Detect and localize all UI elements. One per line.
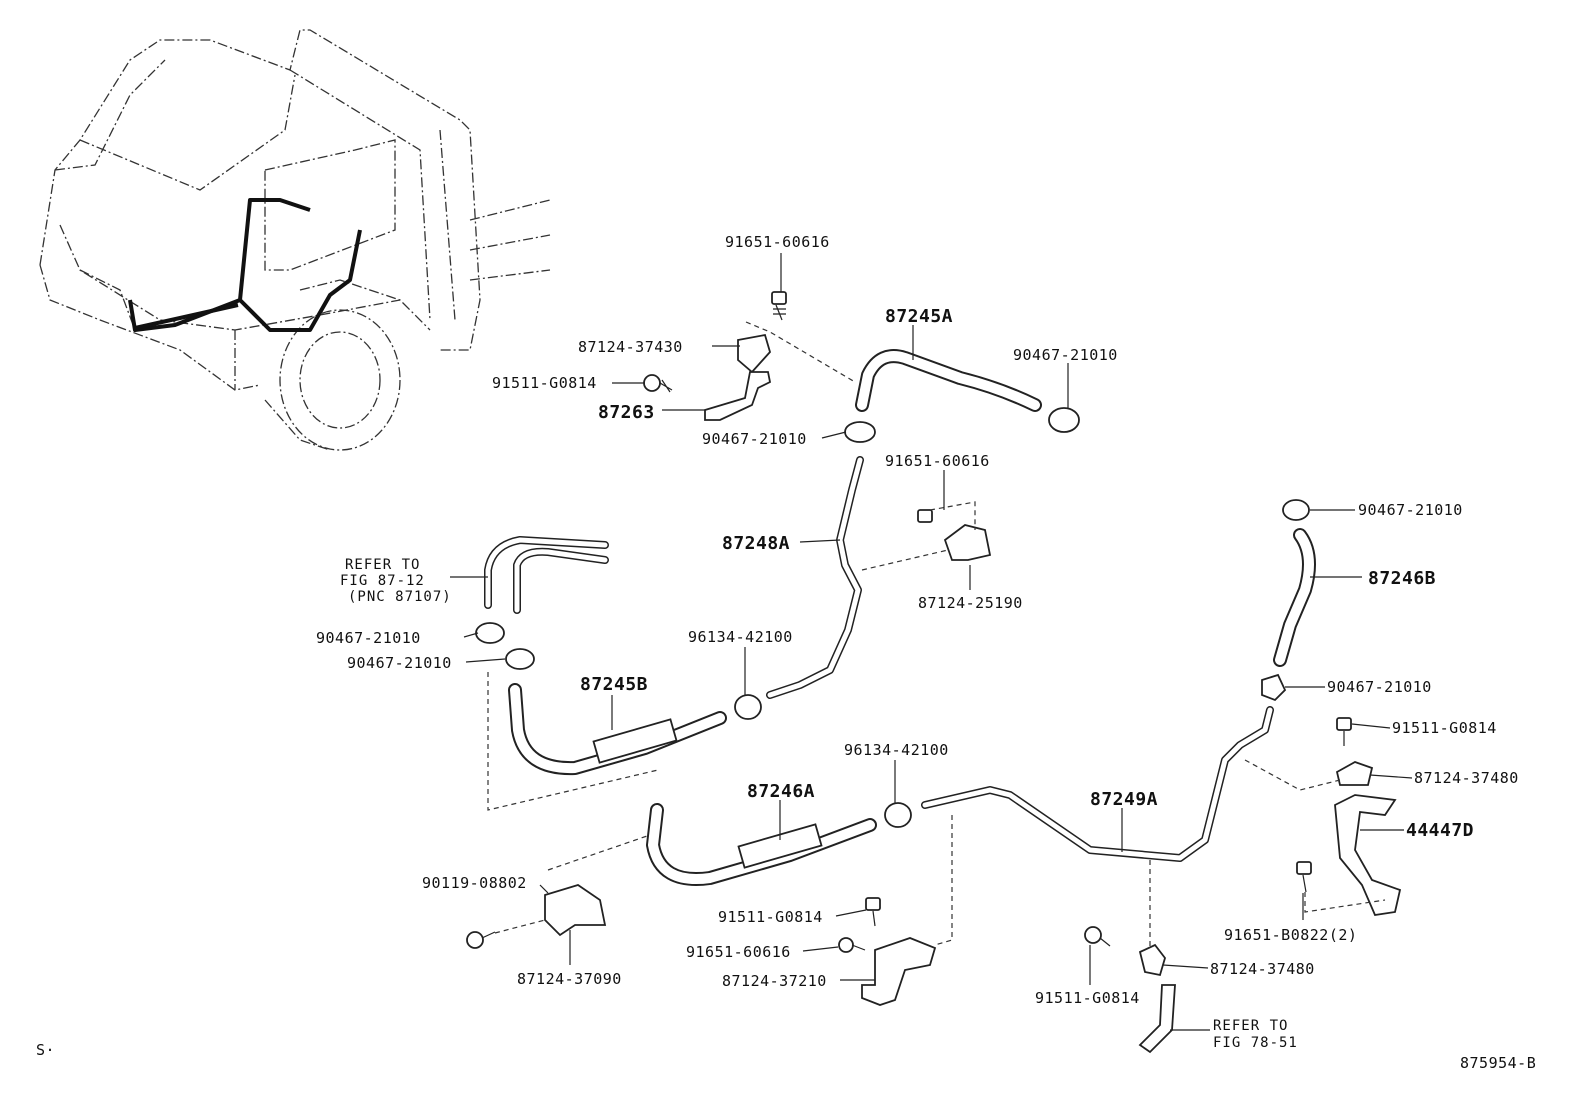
pipe-87248A [766,456,864,699]
label-87246B: 87246B [1368,568,1436,589]
label-87246A: 87246A [747,781,815,802]
label-87248A: 87248A [722,533,790,554]
label-fig-87-12: FIG 87-12 [340,573,425,589]
hose-87245B [508,683,727,776]
label-87124-37210: 87124-37210 [722,972,827,990]
corner-mark: S· [36,1041,55,1059]
hose-87246A [646,803,877,886]
label-pnc-87107: (PNC 87107) [348,589,452,605]
truck-outline [39,29,551,451]
label-87249A: 87249A [1090,789,1158,810]
label-91511-G0814-a: 91511-G0814 [492,374,597,392]
label-96134-42100-a: 96134-42100 [688,628,793,646]
label-91511-G0814-r: 91511-G0814 [1392,719,1497,737]
label-90467-21010-c: 90467-21010 [702,430,807,448]
refer-pipes-87107 [484,536,609,614]
label-91651-60616-mid: 91651-60616 [885,452,990,470]
label-91511-G0814-c: 91511-G0814 [1035,989,1140,1007]
part-labels: 91651-60616 87245A 87124-37430 90467-210… [36,233,1536,1072]
pipe-87249A [921,706,1274,862]
label-91651-60616-low: 91651-60616 [686,943,791,961]
label-87124-37430: 87124-37430 [578,338,683,356]
label-91651-60616-top: 91651-60616 [725,233,830,251]
hose-87246B [1273,528,1316,667]
hose-87245A [855,349,1042,412]
label-90467-21010-l1: 90467-21010 [316,629,421,647]
label-refer-to-2: REFER TO [1213,1018,1288,1034]
label-87124-37480-r: 87124-37480 [1414,769,1519,787]
label-87124-37480-b: 87124-37480 [1210,960,1315,978]
label-44447D: 44447D [1406,820,1474,841]
label-90467-21010-r2: 90467-21010 [1358,501,1463,519]
label-91651-B0822: 91651-B0822(2) [1224,926,1357,944]
label-87245A: 87245A [885,306,953,327]
heater-hose-route [128,198,362,332]
leader-lines [450,253,1413,1031]
label-90467-21010-l2: 90467-21010 [347,654,452,672]
label-87245B: 87245B [580,674,648,695]
label-91511-G0814-b: 91511-G0814 [718,908,823,926]
label-fig-78-51: FIG 78-51 [1213,1035,1298,1051]
small-parts [466,291,1402,1054]
label-refer-to-1: REFER TO [345,557,420,573]
label-96134-42100-b: 96134-42100 [844,741,949,759]
label-90119-08802: 90119-08802 [422,874,527,892]
label-87263: 87263 [598,402,655,423]
diagram-id: 875954-B [1460,1054,1536,1072]
label-87124-37090: 87124-37090 [517,970,622,988]
label-87124-25190: 87124-25190 [918,594,1023,612]
label-90467-21010-r3: 90467-21010 [1327,678,1432,696]
label-90467-21010-r1: 90467-21010 [1013,346,1118,364]
